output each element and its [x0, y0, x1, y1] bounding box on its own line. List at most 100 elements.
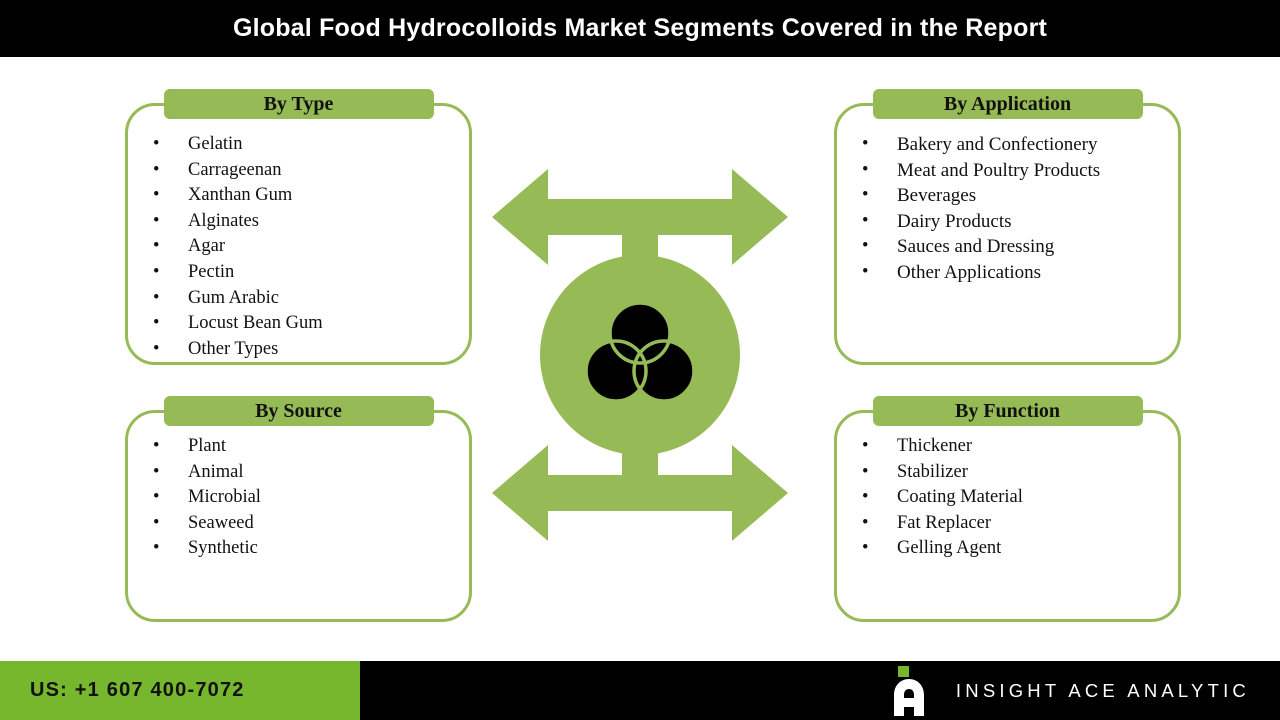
card-heading-by-application: By Application: [872, 89, 1143, 119]
list-item: • Synthetic: [128, 536, 469, 562]
bullet-icon: •: [153, 436, 160, 456]
arrow-left-right-bottom-icon: [492, 405, 788, 541]
list-item-label: Sauces and Dressing: [897, 236, 1055, 258]
list-item: • Agar: [128, 234, 469, 260]
list-item: • Microbial: [128, 485, 469, 511]
bullet-icon: •: [153, 487, 160, 508]
list-item: • Pectin: [128, 260, 469, 286]
brand-name: INSIGHT ACE ANALYTIC: [955, 679, 1250, 701]
list-item-label: Meat and Poultry Products: [897, 159, 1101, 181]
list-item-label: Pectin: [188, 261, 235, 282]
list-item-label: Stabilizer: [897, 461, 968, 482]
bullet-icon: •: [153, 134, 160, 154]
bullet-icon: •: [862, 512, 869, 533]
list-item: • Coating Material: [837, 485, 1178, 511]
bullet-icon: •: [862, 210, 869, 231]
list-item-label: Seaweed: [188, 512, 254, 533]
list-item-label: Microbial: [188, 487, 261, 508]
card-heading-by-source: By Source: [163, 396, 434, 426]
list-item: • Other Applications: [837, 260, 1178, 286]
list-item: • Carrageenan: [128, 158, 469, 184]
list-item: • Bakery and Confectionery: [837, 132, 1178, 158]
card-list-by-source: • Plant • Animal • Microbial • Seaweed • Synt…: [128, 434, 469, 562]
card-list-by-application: • Bakery and Confectionery • Meat and Poul…: [837, 132, 1178, 286]
bullet-icon: •: [153, 185, 160, 206]
list-item: • Plant: [128, 434, 469, 460]
list-item: • Gelling Agent: [837, 536, 1178, 562]
list-item: • Fat Replacer: [837, 511, 1178, 537]
list-item-label: Gelling Agent: [897, 538, 1002, 559]
footer-bar: US: +1 607 400-7072 INSIGHT ACE ANALYTIC: [0, 661, 1280, 720]
bullet-icon: •: [153, 236, 160, 257]
list-item-label: Bakery and Confectionery: [897, 134, 1098, 155]
segment-card-by-source: By Source • Plant • Animal • Microbial • Sea…: [125, 396, 472, 622]
bullet-icon: •: [862, 538, 869, 559]
list-item: • Other Types: [128, 337, 469, 363]
bullet-icon: •: [153, 210, 160, 231]
bullet-icon: •: [153, 512, 160, 533]
list-item: • Alginates: [128, 209, 469, 235]
bullet-icon: •: [862, 185, 869, 206]
list-item: • Animal: [128, 460, 469, 486]
list-item: • Seaweed: [128, 511, 469, 537]
list-item-label: Gum Arabic: [188, 287, 279, 308]
list-item-label: Locust Bean Gum: [188, 313, 323, 334]
bullet-icon: •: [862, 436, 869, 456]
list-item: • Gum Arabic: [128, 286, 469, 312]
list-item: • Stabilizer: [837, 460, 1178, 486]
list-item-label: Alginates: [188, 210, 259, 231]
list-item: • Thickener: [837, 434, 1178, 460]
list-item-label: Animal: [188, 461, 244, 482]
segment-card-by-application: By Application • Bakery and Confectionery…: [834, 89, 1181, 365]
arrow-left-right-top-icon: [492, 169, 788, 305]
venn-three-circles-icon: [584, 301, 696, 403]
list-item-label: Other Applications: [897, 261, 1042, 283]
card-heading-by-type: By Type: [163, 89, 434, 119]
bullet-icon: •: [153, 313, 160, 334]
bullet-icon: •: [153, 159, 160, 180]
list-item-label: Coating Material: [897, 487, 1023, 508]
title-bar: Global Food Hydrocolloids Market Segment…: [0, 0, 1280, 57]
bullet-icon: •: [153, 287, 160, 308]
footer-phone-band: US: +1 607 400-7072: [0, 661, 360, 720]
list-item-label: Other Types: [188, 338, 279, 359]
card-list-by-function: • Thickener • Stabilizer • Coating Material…: [837, 434, 1178, 562]
segment-card-by-function: By Function • Thickener • Stabilizer • Coat…: [834, 396, 1181, 622]
card-list-by-type: • Gelatin • Carrageenan • Xanthan Gum • Algi…: [128, 132, 469, 362]
list-item-label: Plant: [188, 436, 227, 456]
list-item-label: Agar: [188, 236, 225, 257]
list-item: • Beverages: [837, 183, 1178, 209]
insight-ace-a-mark-icon: [893, 665, 924, 716]
bullet-icon: •: [153, 461, 160, 482]
card-heading-by-function: By Function: [872, 396, 1143, 426]
list-item-label: Beverages: [897, 185, 977, 207]
list-item-label: Carrageenan: [188, 159, 282, 180]
page-title: Global Food Hydrocolloids Market Segment…: [232, 14, 1048, 42]
bullet-icon: •: [153, 261, 160, 282]
list-item-label: Xanthan Gum: [188, 185, 293, 206]
list-item-label: Dairy Products: [897, 210, 1012, 232]
list-item-label: Thickener: [897, 436, 972, 456]
bullet-icon: •: [862, 261, 869, 282]
bullet-icon: •: [862, 461, 869, 482]
list-item: • Gelatin: [128, 132, 469, 158]
bullet-icon: •: [862, 236, 869, 257]
segment-card-by-type: By Type • Gelatin • Carrageenan • Xanthan G…: [125, 89, 472, 365]
footer-brand: INSIGHT ACE ANALYTIC: [890, 661, 1250, 720]
list-item-label: Gelatin: [188, 134, 243, 154]
bullet-icon: •: [153, 538, 160, 559]
bullet-icon: •: [862, 159, 869, 180]
list-item-label: Synthetic: [188, 538, 258, 559]
arrow-group-top: [492, 169, 788, 305]
bullet-icon: •: [862, 487, 869, 508]
list-item-label: Fat Replacer: [897, 512, 991, 533]
arrow-group-bottom: [492, 405, 788, 541]
bullet-icon: •: [862, 134, 869, 154]
bullet-icon: •: [153, 338, 160, 359]
list-item: • Meat and Poultry Products: [837, 158, 1178, 184]
center-diagram: [470, 155, 810, 555]
list-item: • Locust Bean Gum: [128, 311, 469, 337]
list-item: • Dairy Products: [837, 209, 1178, 235]
footer-phone-number: US: +1 607 400-7072: [30, 679, 245, 701]
list-item: • Xanthan Gum: [128, 183, 469, 209]
